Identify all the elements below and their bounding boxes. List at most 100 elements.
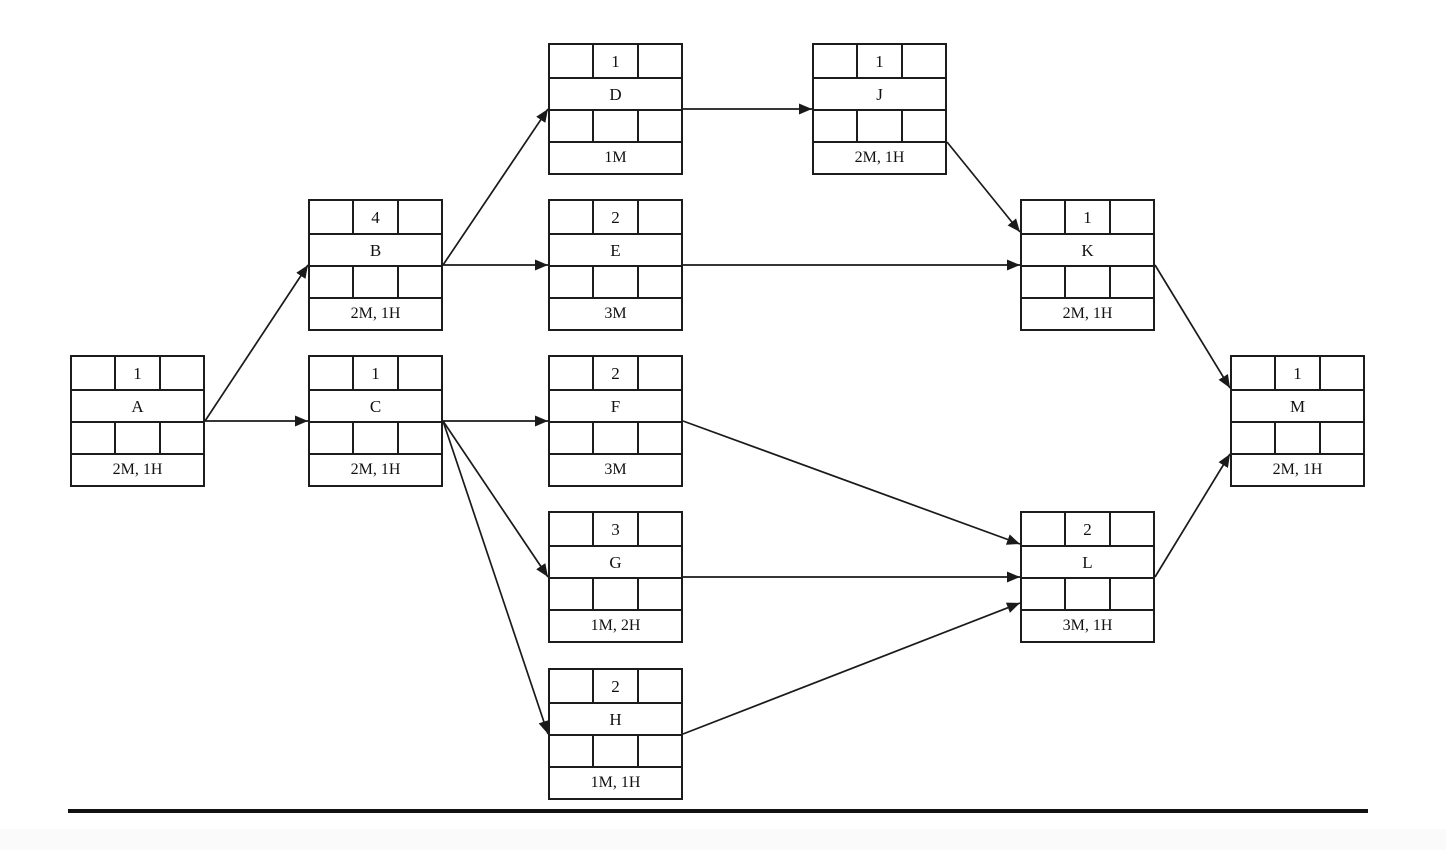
node-top-cells: 1 [310,357,441,389]
node-top-cells: 1 [1022,201,1153,233]
node-empty-cell [636,201,681,233]
dependency-arrow-B-D [442,108,549,266]
node-empty-cell [592,736,636,766]
node-empty-cell [550,357,592,389]
node-empty-cell [396,423,441,453]
node-duration-label: 2M, 1H [814,141,945,173]
node-top-number: 1 [856,45,900,77]
node-top-number: 2 [592,670,636,702]
node-top-number: 1 [1274,357,1318,389]
node-empty-cell [592,111,636,141]
node-empty-cell [396,267,441,297]
node-empty-cell [1108,201,1153,233]
node-top-number: 1 [592,45,636,77]
node-duration-label: 2M, 1H [310,297,441,329]
node-empty-cell [636,45,681,77]
dependency-arrow-K-M [1154,264,1231,389]
node-empty-cell [636,267,681,297]
node-bottom-cells [72,421,203,453]
node-empty-cell [1108,579,1153,609]
footer-strip [0,829,1446,850]
node-empty-cell [592,267,636,297]
node-top-cells: 1 [72,357,203,389]
node-duration-label: 3M [550,453,681,485]
dependency-arrow-L-M [1154,453,1231,578]
node-activity-label: D [550,77,681,109]
node-top-number: 4 [352,201,396,233]
node-activity-label: E [550,233,681,265]
node-empty-cell [856,111,900,141]
node-empty-cell [310,201,352,233]
node-empty-cell [1232,423,1274,453]
node-top-cells: 1 [814,45,945,77]
node-activity-label: C [310,389,441,421]
node-empty-cell [396,201,441,233]
node-empty-cell [72,423,114,453]
node-top-number: 1 [1064,201,1108,233]
node-duration-label: 1M [550,141,681,173]
node-empty-cell [636,579,681,609]
node-empty-cell [1064,267,1108,297]
node-empty-cell [1318,423,1363,453]
node-empty-cell [550,423,592,453]
node-empty-cell [158,423,203,453]
node-empty-cell [550,579,592,609]
node-empty-cell [814,45,856,77]
node-empty-cell [310,357,352,389]
node-duration-label: 2M, 1H [310,453,441,485]
node-activity-label: F [550,389,681,421]
dependency-arrow-A-B [204,264,309,422]
node-empty-cell [352,423,396,453]
node-bottom-cells [550,734,681,766]
node-top-number: 3 [592,513,636,545]
node-empty-cell [1022,201,1064,233]
node-empty-cell [814,111,856,141]
node-empty-cell [900,111,945,141]
node-empty-cell [158,357,203,389]
node-empty-cell [550,267,592,297]
node-empty-cell [1318,357,1363,389]
node-activity-label: A [72,389,203,421]
node-empty-cell [1022,579,1064,609]
node-empty-cell [636,357,681,389]
node-activity-label: L [1022,545,1153,577]
node-top-cells: 2 [550,670,681,702]
node-duration-label: 3M, 1H [1022,609,1153,641]
node-activity-label: J [814,77,945,109]
dependency-arrow-J-K [946,141,1021,233]
node-top-number: 2 [592,357,636,389]
node-activity-label: G [550,545,681,577]
node-top-number: 2 [1064,513,1108,545]
node-duration-label: 1M, 1H [550,766,681,798]
dependency-arrow-H-L [682,602,1021,735]
node-activity-label: H [550,702,681,734]
node-top-number: 2 [592,201,636,233]
node-empty-cell [1022,267,1064,297]
node-duration-label: 3M [550,297,681,329]
node-bottom-cells [550,421,681,453]
node-empty-cell [550,111,592,141]
node-top-cells: 3 [550,513,681,545]
node-bottom-cells [550,109,681,141]
node-empty-cell [636,423,681,453]
node-empty-cell [592,579,636,609]
node-empty-cell [550,736,592,766]
node-bottom-cells [1022,265,1153,297]
node-empty-cell [636,670,681,702]
node-duration-label: 2M, 1H [1232,453,1363,485]
node-activity-label: B [310,233,441,265]
node-top-cells: 2 [550,357,681,389]
node-empty-cell [636,111,681,141]
